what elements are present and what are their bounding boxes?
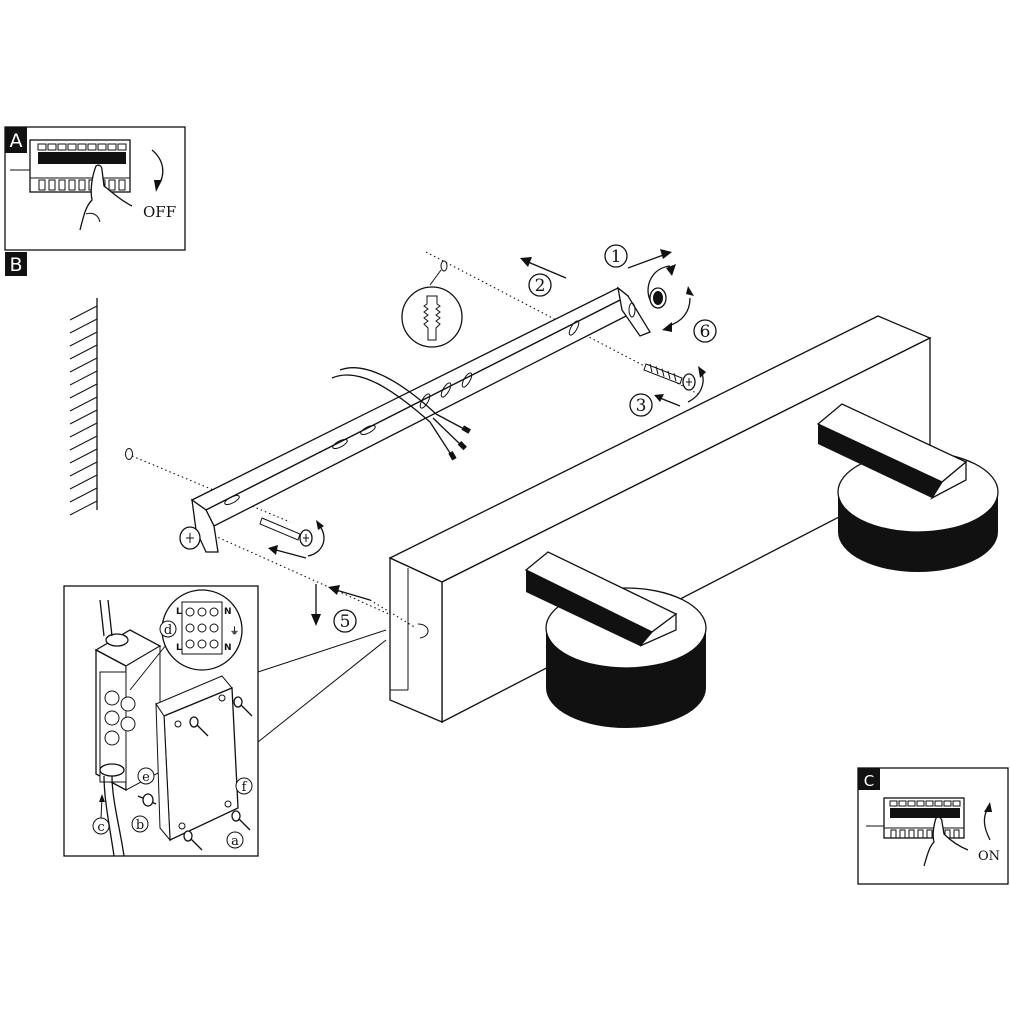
- lid-screw-icon: [137, 696, 253, 851]
- sub-step-e: e: [142, 770, 150, 785]
- spotlight-left: [524, 551, 707, 728]
- rotate-up-arrow-icon: [983, 802, 992, 841]
- panel-c-tag: [858, 768, 880, 790]
- panel-a-tag: [5, 127, 27, 153]
- mains-cable: [331, 367, 471, 461]
- sub-step-a: a: [231, 834, 239, 849]
- drill-hole-top: [440, 260, 448, 272]
- hand-icon: [923, 816, 969, 867]
- bracket-slot: [440, 382, 452, 398]
- panel-a: A OFF: [4, 126, 186, 251]
- screw-right: [643, 363, 696, 391]
- step-3-label: 3: [636, 396, 647, 416]
- step-1-label: 1: [611, 247, 622, 267]
- bolt-right: [649, 287, 667, 309]
- screw-left: [259, 517, 313, 547]
- terminal-block-magnifier: L N L N ⏚: [129, 589, 243, 691]
- bracket-slot: [224, 494, 240, 506]
- panel-a-letter: A: [10, 130, 23, 152]
- bracket-slot: [568, 320, 580, 336]
- drill-hole-left: [125, 448, 133, 460]
- wall-plug-icon: [401, 269, 463, 348]
- step-arrows: [268, 249, 706, 629]
- rotate-down-arrow-icon: [151, 149, 164, 192]
- step-5-label: 5: [340, 612, 351, 632]
- bracket-slot: [332, 438, 348, 450]
- lamp-body: [388, 315, 999, 728]
- sub-step-labels: a b c d e f: [92, 620, 253, 849]
- junction-box: [94, 599, 162, 857]
- sub-step-c: c: [97, 820, 104, 835]
- panel-b-letter: B: [9, 254, 22, 276]
- bracket-slot: [360, 424, 376, 436]
- on-label: ON: [978, 849, 1000, 864]
- bracket-slot: [419, 393, 431, 409]
- keyhole-slot: [417, 623, 429, 639]
- off-label: OFF: [143, 203, 176, 221]
- bracket-slot: [461, 372, 473, 388]
- junction-box-lid: [155, 675, 239, 842]
- terminal-l-bottom: L: [176, 643, 182, 653]
- panel-b: B: [5, 252, 27, 276]
- step-6-label: 6: [700, 322, 711, 342]
- breaker-panel-on-icon: [866, 797, 965, 839]
- sub-step-d: d: [164, 623, 172, 638]
- sub-step-b: b: [136, 818, 144, 833]
- terminal-l-top: L: [176, 607, 182, 617]
- terminal-n-bottom: N: [224, 643, 232, 653]
- terminal-n-top: N: [224, 607, 232, 617]
- breaker-panel-off-icon: [10, 139, 131, 193]
- spotlight-right: [816, 403, 999, 572]
- mounting-bracket: [190, 286, 651, 553]
- step-2-label: 2: [535, 276, 546, 296]
- bolt-left: [179, 526, 201, 550]
- sub-step-f: f: [242, 780, 248, 795]
- wall-hatching: [69, 298, 98, 516]
- panel-c-letter: C: [864, 772, 874, 790]
- hand-icon: [79, 164, 133, 231]
- earth-symbol: ⏚: [230, 626, 239, 637]
- panel-c: C ON: [857, 767, 1009, 885]
- panel-b-tag: [5, 252, 27, 276]
- junction-box-inset: L N L N ⏚ a b c d e f: [63, 585, 387, 857]
